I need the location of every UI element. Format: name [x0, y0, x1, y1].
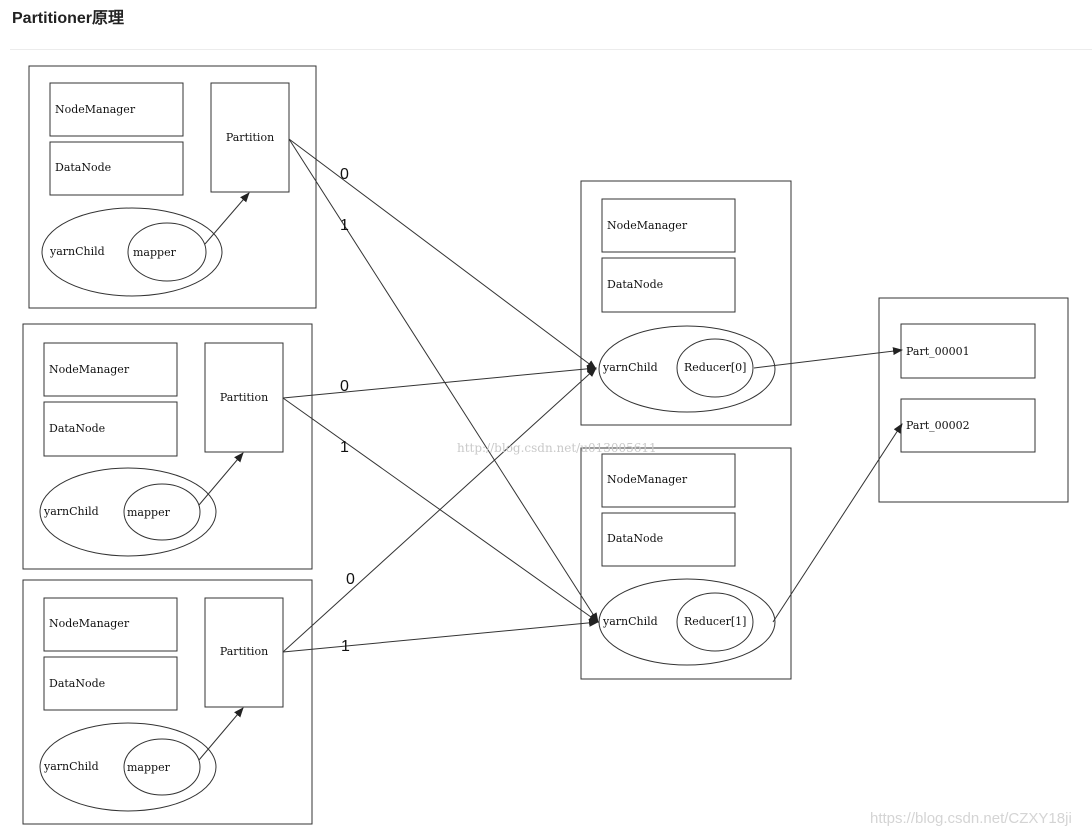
mapper-node-2-datanode-box [43, 401, 178, 457]
mapper-node-3-datanode-box [43, 656, 178, 711]
edge-label-mapper-3-reducer-0: 0 [346, 571, 355, 588]
page-title: Partitioner原理 [12, 10, 125, 27]
reducer-node-0: NodeManager DataNode yarnChild Reducer[0… [580, 180, 792, 426]
edge-mapper-3-to-reducer-0 [282, 367, 597, 653]
mapper-node-3-map-to-partition-arrow [198, 707, 244, 761]
edge-mapper-2-to-reducer-0 [282, 364, 597, 399]
reducer-node-0-nodemanager-label: NodeManager [607, 219, 688, 232]
mapper-node-3-yarnchild-oval [39, 722, 217, 812]
reducer-node-0-reducer-oval [676, 338, 754, 398]
mapper-node-2-datanode-label: DataNode [49, 422, 105, 435]
edge-mapper-2-to-reducer-1 [282, 397, 599, 623]
reducer-node-1-datanode-label: DataNode [607, 532, 663, 545]
mapper-node-1-nodemanager-label: NodeManager [55, 103, 136, 116]
mapper-node-3-nodemanager-box [43, 597, 178, 652]
mapper-node-2-mapper-oval [123, 483, 201, 541]
mapper-node-1-datanode-box [49, 141, 184, 196]
output-part-2-box [900, 398, 1036, 453]
mapper-node-3: NodeManager DataNode Partition yarnChild… [22, 579, 313, 825]
mapper-node-2-partition-box [204, 342, 284, 453]
edge-label-mapper-2-reducer-1: 1 [340, 439, 349, 456]
mapper-node-2-yarnchild-label: yarnChild [43, 505, 99, 518]
mapper-node-3-yarnchild-label: yarnChild [43, 760, 99, 773]
reducer-node-1-yarnchild-oval [598, 578, 776, 666]
mapper-node-1: NodeManager DataNode Partition yarnChild… [28, 65, 317, 309]
mapper-node-1-map-to-partition-arrow [204, 192, 250, 245]
mapper-node-3-partition-label: Partition [220, 645, 268, 658]
reducer-node-0-nodemanager-box [601, 198, 736, 253]
edge-label-mapper-2-reducer-0: 0 [340, 378, 349, 395]
edge-mapper-1-to-reducer-0 [288, 138, 597, 370]
edge-mapper-3-to-reducer-1 [282, 618, 599, 653]
reducer-node-0-reducer-label: Reducer[0] [684, 361, 746, 374]
mapper-node-1-yarnchild-label: yarnChild [49, 245, 105, 258]
reducer-node-1-datanode-box [601, 512, 736, 567]
reducer-node-0-datanode-box [601, 257, 736, 313]
reducer-node-1-nodemanager-box [601, 453, 736, 508]
title-divider [10, 49, 1092, 50]
mapper-node-3-datanode-label: DataNode [49, 677, 105, 690]
mapper-node-1-datanode-label: DataNode [55, 161, 111, 174]
mapper-node-1-mapper-label: mapper [133, 246, 177, 259]
output-node: Part_00001 Part_00002 [878, 297, 1069, 503]
mapper-node-2: NodeManager DataNode Partition yarnChild… [22, 323, 313, 570]
reducer-node-1-reducer-oval [676, 592, 754, 652]
mapper-node-1-nodemanager-box [49, 82, 184, 137]
mapper-node-2-partition-label: Partition [220, 391, 268, 404]
mapper-node-2-yarnchild-oval [39, 467, 217, 557]
mapper-node-1-partition-label: Partition [226, 131, 274, 144]
mapper-node-1-mapper-oval [127, 222, 207, 282]
output-part-1-label: Part_00001 [906, 345, 970, 358]
mapper-node-3-partition-box [204, 597, 284, 708]
mapper-node-2-nodemanager-label: NodeManager [49, 363, 130, 376]
output-part-2-label: Part_00002 [906, 419, 970, 432]
output-part-1-box [900, 323, 1036, 379]
reducer-node-0-datanode-label: DataNode [607, 278, 663, 291]
reducer-node-1-yarnchild-label: yarnChild [602, 615, 658, 628]
edge-mapper-1-to-reducer-1 [288, 138, 599, 623]
reducer-node-0-yarnchild-oval [598, 325, 776, 413]
edge-reducer-1-to-part-2 [772, 423, 903, 623]
mapper-node-3-mapper-label: mapper [127, 761, 171, 774]
mapper-node-2-map-to-partition-arrow [198, 452, 244, 506]
edge-reducer-0-to-part-1 [753, 347, 903, 369]
mapper-node-1-partition-box [210, 82, 290, 193]
mapper-node-3-mapper-oval [123, 738, 201, 796]
reducer-node-1: NodeManager DataNode yarnChild Reducer[1… [580, 447, 792, 680]
shuffle-edges: 0 1 0 1 0 1 [282, 138, 903, 655]
edge-label-mapper-1-reducer-1: 1 [340, 217, 349, 234]
mapper-node-2-nodemanager-box [43, 342, 178, 397]
corner-watermark: https://blog.csdn.net/CZXY18ji [870, 810, 1072, 827]
mapper-node-3-nodemanager-label: NodeManager [49, 617, 130, 630]
center-watermark: http://blog.csdn.net/u013005611 [457, 441, 657, 455]
edge-label-mapper-1-reducer-0: 0 [340, 166, 349, 183]
reducer-node-1-reducer-label: Reducer[1] [684, 615, 746, 628]
reducer-node-1-nodemanager-label: NodeManager [607, 473, 688, 486]
mapper-node-2-mapper-label: mapper [127, 506, 171, 519]
mapper-node-1-yarnchild-oval [41, 207, 223, 297]
reducer-node-0-yarnchild-label: yarnChild [602, 361, 658, 374]
edge-label-mapper-3-reducer-1: 1 [341, 638, 350, 655]
